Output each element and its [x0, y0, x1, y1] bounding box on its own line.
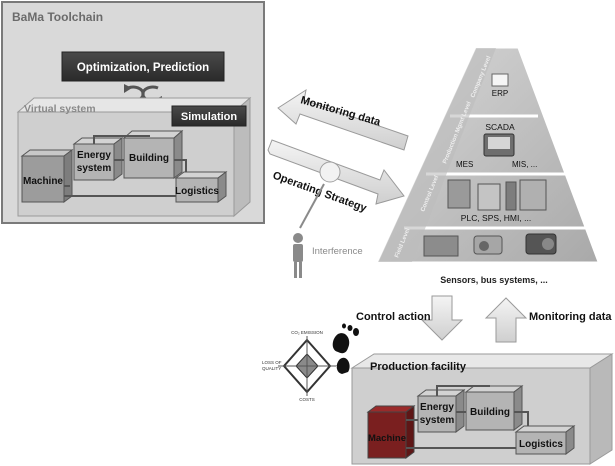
radar-top-label: CO₂ EMISSION	[291, 330, 323, 335]
virtual-energy-block: Energy system	[72, 137, 124, 181]
virtual-logistics-label: Logistics	[175, 186, 219, 197]
operating-strategy-arrow: Operating Strategy	[267, 139, 405, 215]
scada-label: SCADA	[485, 122, 515, 132]
production-energy-line2: system	[420, 415, 455, 426]
virtual-system-label: Virtual system	[24, 103, 96, 115]
production-connectors	[406, 385, 529, 449]
radar-left-label-2: QUALITY	[262, 366, 281, 371]
interference-label: Interference	[312, 246, 363, 257]
control-action-label: Control action	[356, 311, 431, 323]
interference-person-icon	[293, 183, 325, 278]
virtual-building-block: Building	[122, 129, 184, 179]
virtual-logistics-block: Logistics	[174, 171, 228, 203]
radar-bottom-label: COSTS	[299, 397, 315, 402]
toolchain-title: BaMa Toolchain	[12, 10, 103, 24]
plc-devices-icon	[447, 179, 547, 211]
sensors-label: Sensors, bus systems, ...	[440, 275, 548, 285]
sensor-devices-icon	[423, 233, 557, 257]
production-machine-label: Machine	[368, 433, 406, 444]
virtual-machine-label: Machine	[23, 176, 63, 187]
virtual-machine-block: Machine	[20, 149, 74, 203]
production-energy-line1: Energy	[420, 402, 454, 413]
virtual-energy-line2: system	[77, 163, 112, 174]
virtual-connectors	[64, 135, 187, 197]
erp-label: ERP	[492, 89, 508, 98]
production-logistics-block: Logistics	[514, 425, 576, 455]
mis-label: MIS, ...	[512, 160, 537, 169]
virtual-energy-line1: Energy	[77, 150, 111, 161]
production-logistics-label: Logistics	[519, 439, 563, 450]
radar-left-label-1: LOSS OF	[262, 360, 282, 365]
monitoring-data-right-label: Monitoring data	[529, 311, 612, 323]
footprint-radar: CO₂ EMISSION LOSS OF QUALITY TIME COSTS	[262, 330, 347, 402]
mes-label: MES	[456, 160, 473, 169]
monitoring-data-arrow-right	[484, 297, 528, 343]
simulation-box	[171, 105, 247, 127]
plc-label: PLC, SPS, HMI, ...	[461, 213, 531, 223]
production-energy-block: Energy system	[416, 389, 466, 433]
production-building-block: Building	[464, 385, 524, 431]
optimization-label: Optimization, Prediction	[77, 62, 209, 74]
simulation-label: Simulation	[181, 111, 238, 123]
production-facility-title: Production facility	[370, 361, 467, 373]
monitoring-data-arrow-top: Monitoring data	[277, 88, 409, 151]
erp-document-icon	[491, 73, 509, 87]
scada-terminal-icon	[483, 133, 515, 157]
virtual-building-label: Building	[129, 153, 169, 164]
toolchain-panel: BaMa Toolchain Optimization, Prediction …	[1, 1, 265, 224]
optimization-box	[61, 51, 225, 82]
production-building-label: Building	[470, 407, 510, 418]
control-action-arrow	[420, 295, 464, 341]
production-machine-block: Machine	[366, 405, 416, 459]
footprint-icon	[332, 323, 359, 374]
automation-pyramid: Company Level Production Mgmt Level Cont…	[377, 47, 599, 285]
